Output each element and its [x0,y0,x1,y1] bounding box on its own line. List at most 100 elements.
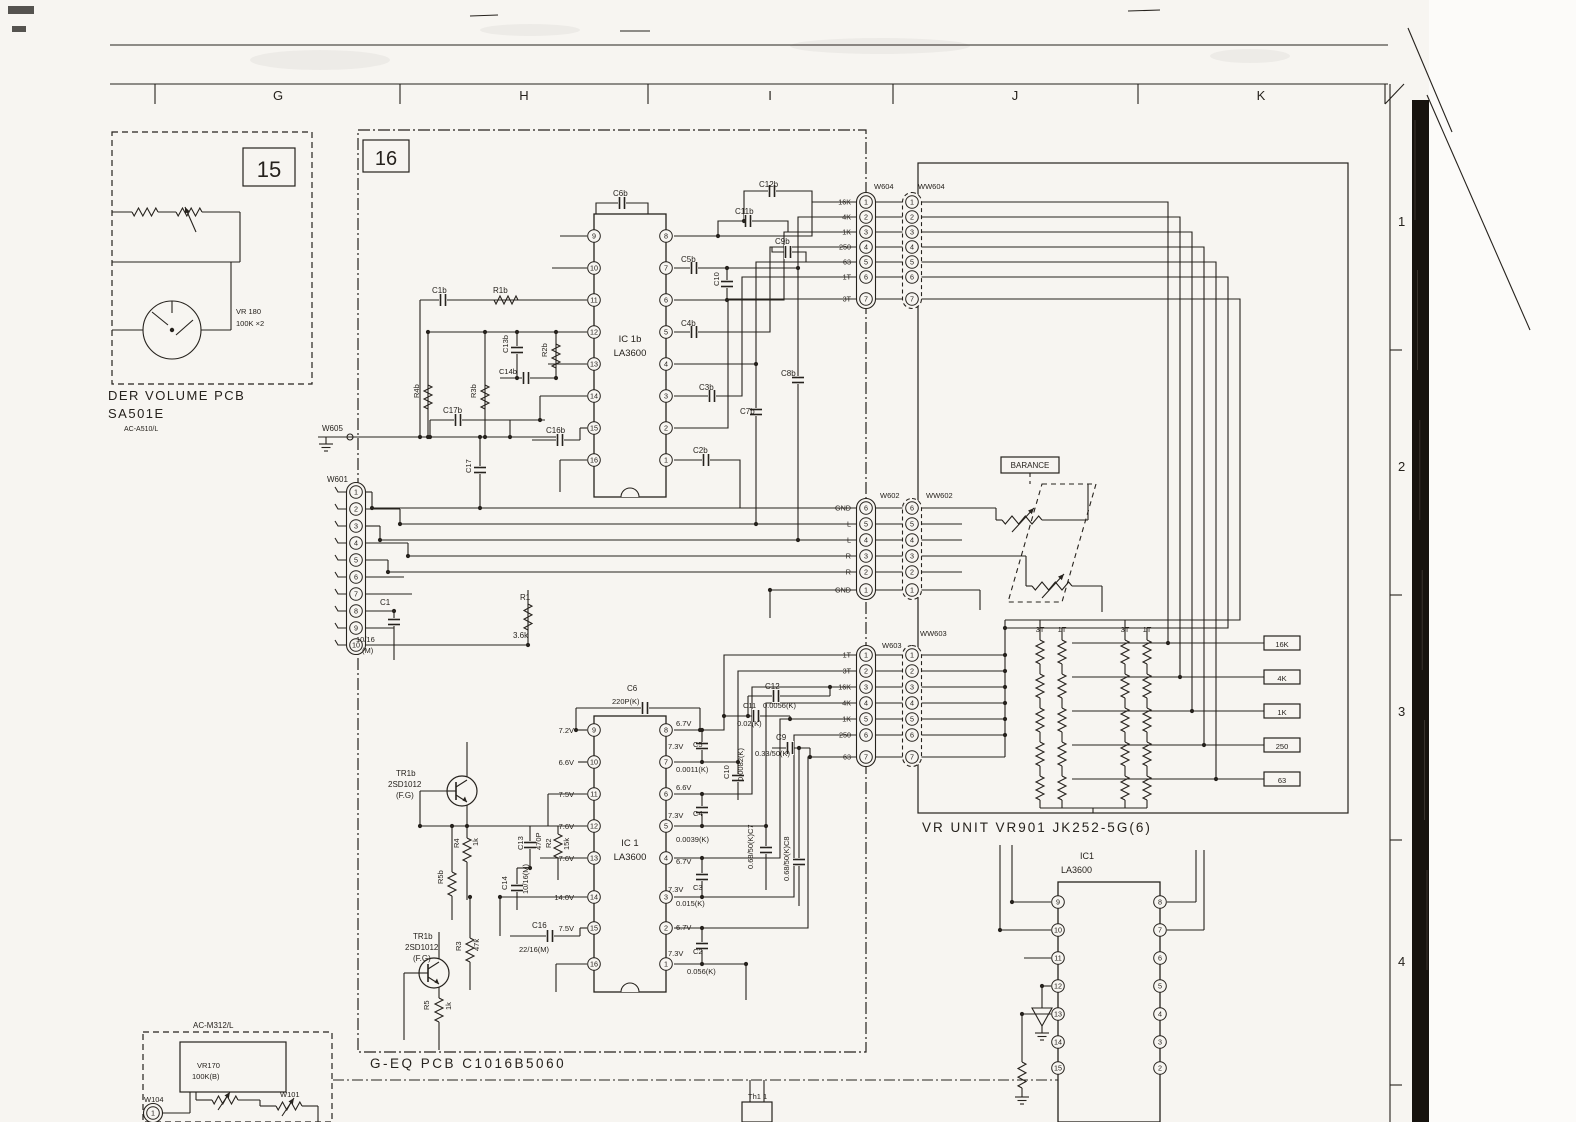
connector-pin-number: 4 [864,242,868,251]
ic-pin [659,890,673,904]
schematic-label: 7.3V [668,742,683,751]
connector-pin-number: 5 [864,257,868,266]
junction-dot [743,961,749,967]
schematic-label: G-EQ PCB C1016B5060 [370,1056,566,1071]
ic-pin-number: 4 [664,853,668,862]
ic-pin-number: 9 [592,725,596,734]
wire [919,246,1205,745]
ic-pin-number: 12 [590,821,598,830]
capacitor-gap [752,709,760,723]
vr-resistor [1034,673,1046,699]
dashed-outline [1007,483,1097,603]
ic-pin [1153,951,1167,965]
junction-dot [724,265,730,271]
capacitor-gap [690,261,698,275]
junction-dot [514,329,520,335]
capacitor-gap [768,184,776,198]
junction-dot [997,927,1003,933]
capacitor-gap [784,245,792,259]
schematic-label: C17b [443,406,463,415]
capacitor-gap [759,846,773,854]
resistor-symbol [461,837,473,863]
schematic-label: 1k [444,1002,453,1010]
capacitor-gap [546,929,554,943]
ic-body [1057,881,1161,1122]
connector-pin [905,728,919,742]
connector-pin-number: 10 [352,640,360,649]
junction-dot [697,727,703,733]
junction-dot [385,569,391,575]
ic-pin-number: 11 [590,295,597,304]
junction-dot [464,823,470,829]
schematic-label: C13b [501,335,510,353]
resistor-symbol [433,997,445,1023]
junction-dot [1213,776,1219,782]
schematic-label: 4K [1277,674,1286,683]
junction-dot [699,894,705,900]
ic-pin [587,389,601,403]
ic-pin [659,723,673,737]
schematic-label: 2 [1398,459,1405,474]
connector-pin-number: 7 [910,294,914,303]
schematic-label: (F.G) [413,954,431,963]
capacitor-gap [522,371,530,385]
schematic-label: J [1012,88,1019,103]
junction-dot [1002,716,1008,722]
ic-pin [587,787,601,801]
vr-resistor [1141,639,1153,665]
junction-dot [427,434,433,440]
connector-pin [859,549,873,563]
connector-pin [859,292,873,306]
wire [919,216,1181,677]
junction-dot [699,823,705,829]
schematic-label: C5 [693,740,703,749]
ic-pin-number: 8 [664,725,668,734]
connector-pin-number: 3 [910,227,914,236]
wire [1426,94,1531,331]
connector-signal-label: 3T [843,667,852,676]
junction-dot [699,759,705,765]
wire [1127,9,1161,12]
arrowhead [1028,508,1034,515]
schematic-label: C7b [740,407,755,416]
junction-dot [796,745,802,751]
schematic-label: 14.0V [554,893,574,902]
connector-pin-number: 1 [864,197,868,206]
scan-blotch [480,24,580,36]
schematic-label: 3 [1398,704,1405,719]
junction-dot [537,417,543,423]
wire [674,686,859,795]
schematic-label: BARANCE [1011,461,1050,470]
junction-dot [497,894,503,900]
connector-pin-number: 4 [354,538,358,547]
schematic-label: C4 [693,809,703,818]
junction-dot [1002,652,1008,658]
schematic-label: 7.5V [559,790,574,799]
vr-resistor [1119,639,1131,665]
connector-signal-label: 1K [842,228,851,237]
connector-pin [905,225,919,239]
junction-dot [699,791,705,797]
ic-pin [659,357,673,371]
vr-resistor [1119,775,1131,801]
junction-dot [1009,899,1015,905]
resistor-symbol [1016,1061,1028,1089]
connector-pin-number: 1 [910,197,914,206]
schematic-label: C13 [516,836,525,850]
schematic-label: C9b [775,237,790,246]
ic-pin [587,819,601,833]
box [1263,669,1301,685]
ic-pin [659,229,673,243]
ic-pin-number: 3 [1158,1037,1162,1046]
vr-resistor [1141,741,1153,767]
connector-pin-number: 4 [910,535,914,544]
ic-pin-number: 11 [1054,953,1061,962]
capacitor-gap [454,413,462,427]
junction-dot [369,505,375,511]
junction-dot [467,894,473,900]
resistor-symbol [552,833,564,859]
schematic-label: 6.7V [676,719,691,728]
ic-pin [659,787,673,801]
ic-pin [1153,895,1167,909]
